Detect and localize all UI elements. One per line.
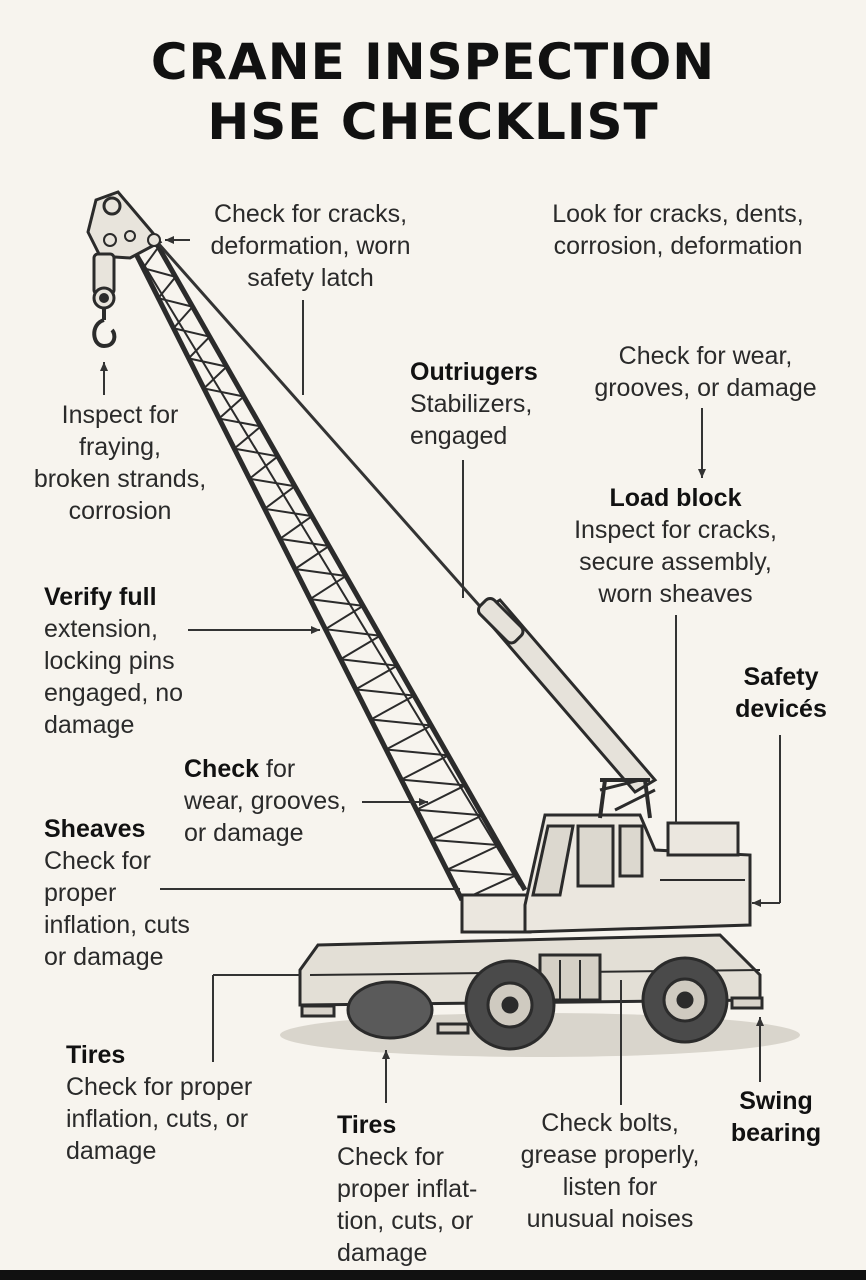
boom-head (86, 190, 163, 260)
lattice-brace (294, 568, 347, 577)
lattice-brace (310, 598, 364, 607)
lattice-brace (370, 694, 415, 721)
lattice-boom (125, 230, 528, 902)
lattice-brace (142, 267, 176, 278)
lattice-brace (401, 778, 466, 787)
boom-cylinder (476, 596, 658, 812)
title-line-2: HSE CHECKLIST (207, 93, 659, 151)
lattice-brace (234, 447, 279, 458)
lattice-brace (172, 306, 194, 329)
label-boom-extension: Verify full extension, locking pins enga… (44, 583, 184, 739)
label-tires-mid: Tires Check for proper inflat- tion, cut… (337, 1111, 478, 1267)
lattice-brace (218, 417, 261, 428)
lattice-brace (158, 297, 193, 308)
lattice-brace (324, 605, 364, 631)
outrigger-pads (300, 996, 764, 1035)
bottom-bar (0, 1270, 866, 1280)
label-wire-rope: Inspect for fraying, broken strands, cor… (33, 401, 207, 525)
label-sheaves: Sheaves Check for proper inflation, cuts… (44, 815, 190, 971)
lattice-brace (325, 628, 381, 637)
lattice-brace (446, 844, 500, 871)
lattice-brace (385, 748, 449, 757)
label-sheaves-wear: Check for wear, grooves, or damage (594, 342, 817, 402)
lattice-brace (355, 664, 398, 691)
cab (460, 778, 752, 934)
label-load-block: Load block Inspect for cracks, secure as… (574, 484, 777, 608)
hook (92, 252, 117, 349)
lattice-brace (264, 485, 296, 510)
lattice-brace (264, 507, 313, 518)
lattice-brace (279, 537, 330, 548)
label-check-bolts: Check bolts, grease properly, listen for… (520, 1109, 700, 1233)
lattice-brace (173, 327, 210, 338)
label-tires-left: Tires Check for proper inflation, cuts, … (66, 1041, 253, 1165)
wheels (346, 956, 729, 1051)
lattice-brace (218, 395, 245, 420)
label-safety-devices: Safety devicés (735, 663, 827, 723)
lattice-brace (416, 808, 483, 817)
label-outriggers: Outriugers Stabilizers, engaged (410, 358, 538, 450)
lattice-brace (203, 387, 244, 398)
label-swing-bearing: Swing bearing (730, 1087, 822, 1147)
lattice-brace (294, 545, 330, 570)
label-hook-check: Check for cracks, deformation, worn safe… (210, 200, 411, 292)
lattice-brace (203, 365, 228, 390)
lattice-brace (188, 357, 227, 368)
lattice-brace (385, 724, 432, 751)
label-check-wear: Check for wear, grooves, or damage (184, 755, 347, 847)
lattice-brace (431, 814, 483, 841)
lattice-brace (400, 754, 449, 781)
lattice-brace (340, 658, 398, 667)
lattice-brace (355, 688, 415, 697)
lattice-brace (446, 868, 517, 877)
lattice-brace (309, 575, 347, 600)
lattice-brace (370, 718, 432, 727)
lattice-brace (279, 515, 313, 540)
lattice-brace (248, 455, 279, 480)
leader-lines (100, 236, 781, 1105)
lattice-brace (233, 425, 262, 450)
label-cracks-dents: Look for cracks, dents, corrosion, defor… (552, 200, 804, 260)
lattice-brace (249, 477, 296, 488)
lattice-brace (416, 784, 466, 811)
lattice-brace (142, 246, 160, 269)
lattice-brace (188, 335, 211, 360)
pendant-line (148, 233, 487, 613)
title-line-1: CRANE INSPECTION (150, 33, 716, 91)
lattice-brace (340, 634, 381, 661)
lattice-brace (431, 838, 500, 847)
lattice-brace (157, 276, 177, 299)
